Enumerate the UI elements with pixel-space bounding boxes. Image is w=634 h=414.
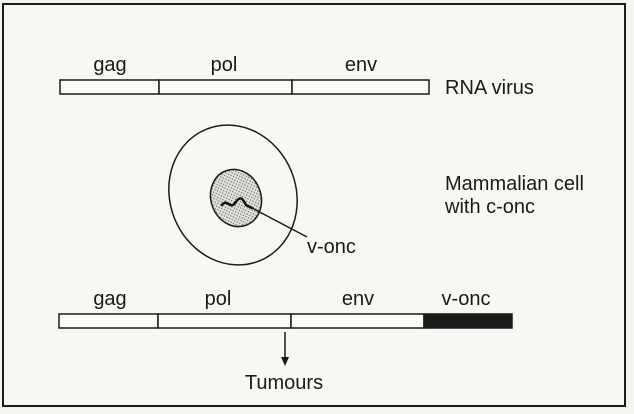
bottom-env-segment — [291, 314, 424, 328]
mammalian-cell — [148, 106, 318, 285]
top-gag-label: gag — [93, 54, 126, 76]
top-env-label: env — [345, 54, 377, 76]
v-onc-cell-label: v-onc — [307, 236, 356, 258]
tumour-arrow — [281, 332, 289, 366]
bottom-v-onc-segment — [424, 314, 512, 328]
v-onc-pointer-line — [252, 208, 307, 237]
bottom-env-label: env — [342, 288, 374, 310]
bottom-gag-segment — [59, 314, 158, 328]
bottom-pol-label: pol — [205, 288, 232, 310]
top-env-segment — [292, 80, 429, 94]
bottom-v-onc-label: v-onc — [442, 288, 491, 310]
bottom-pol-segment — [158, 314, 291, 328]
top-pol-label: pol — [211, 54, 238, 76]
rna-virus-genome — [60, 80, 429, 94]
mammalian-cell-caption-line1: Mammalian cell — [445, 173, 584, 195]
oncogenic-virus-genome — [59, 314, 512, 328]
top-gag-segment — [60, 80, 159, 94]
top-pol-segment — [159, 80, 292, 94]
tumour-arrow-head — [281, 357, 289, 366]
mammalian-cell-caption-line2: with c-onc — [444, 196, 535, 218]
cell-nucleus — [203, 162, 270, 234]
bottom-gag-label: gag — [93, 288, 126, 310]
rna-virus-caption: RNA virus — [445, 77, 534, 99]
tumours-label: Tumours — [245, 372, 323, 394]
